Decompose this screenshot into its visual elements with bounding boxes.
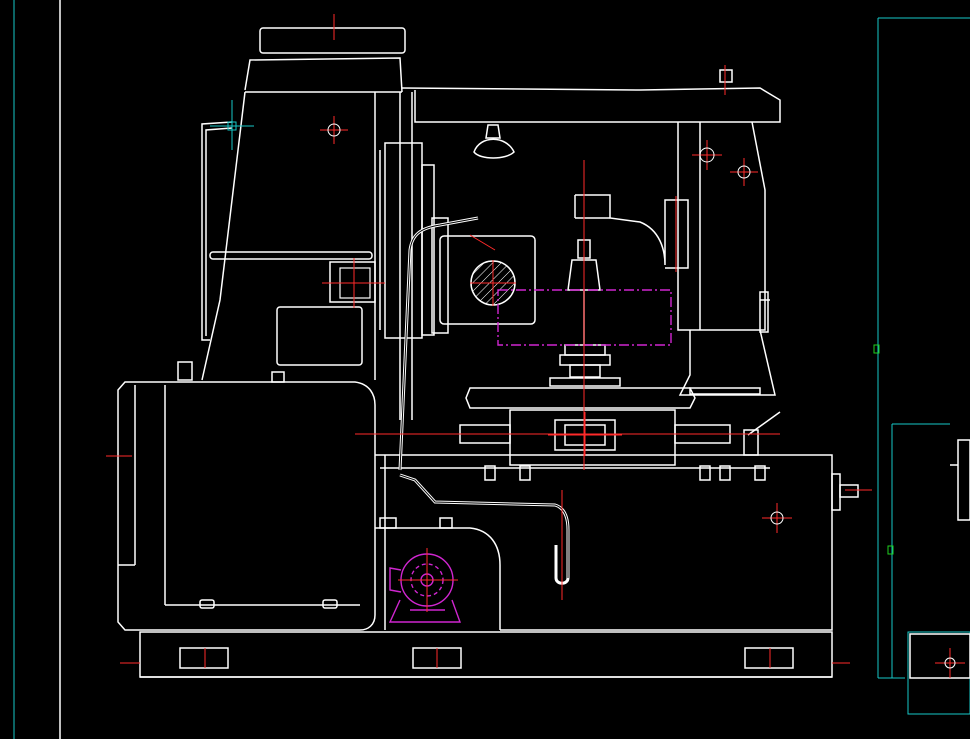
crosshair-cursor-icon (210, 100, 254, 150)
dimension-lines (877, 17, 970, 715)
drawing-frame (13, 0, 61, 739)
drive-motor-hidden (388, 289, 672, 623)
grip-markers (873, 344, 894, 555)
lamp-icon (473, 124, 515, 159)
side-view-fragment (909, 439, 970, 679)
center-marks (106, 14, 965, 678)
machine-outline (117, 27, 859, 678)
